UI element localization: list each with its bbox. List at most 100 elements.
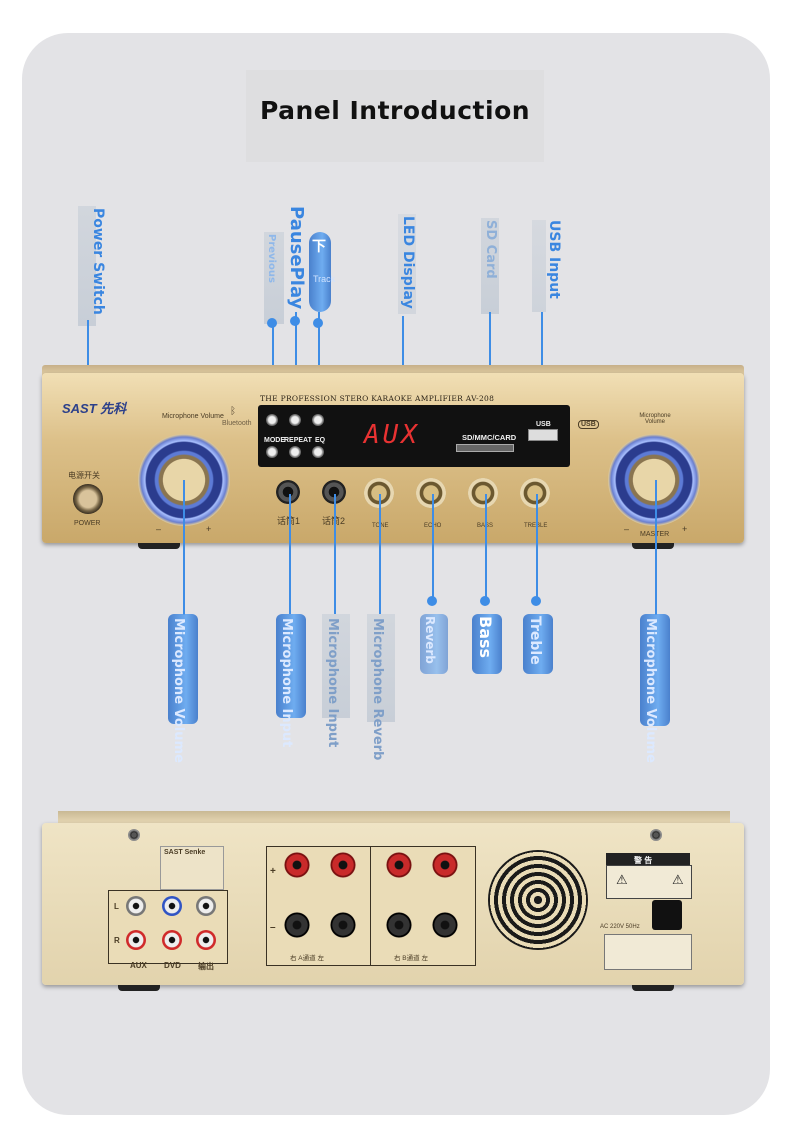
plus-right: + — [682, 524, 688, 534]
display-panel — [258, 405, 570, 467]
speaker-a-right-minus[interactable] — [284, 912, 310, 938]
power-cn-text: 电源开关 — [68, 471, 100, 480]
power-info-text: AC 220V 50Hz — [600, 924, 640, 930]
front-foot-left — [138, 543, 180, 549]
mic-reverb-line — [379, 494, 381, 614]
info-sticker — [604, 934, 692, 970]
screw-right — [650, 829, 662, 841]
cooling-fan — [488, 850, 588, 950]
spec-sticker-title: SAST Senke — [164, 849, 206, 856]
speaker-b-left-minus[interactable] — [432, 912, 458, 938]
dvd-l-jack[interactable] — [162, 896, 182, 916]
sd-card-ghost — [481, 218, 499, 314]
mic-volume-left-callout: Microphone Volume — [171, 618, 186, 763]
aux-label: AUX — [130, 961, 147, 970]
minus-sign-a: – — [270, 922, 276, 933]
back-panel-top — [58, 811, 730, 825]
power-inlet[interactable] — [652, 900, 682, 930]
mic-volume-left-text: Microphone Volume — [162, 413, 224, 420]
reverb-dot — [427, 596, 437, 606]
speaker-a-left-minus[interactable] — [330, 912, 356, 938]
brand-logo: SAST 先科 — [62, 401, 127, 416]
led-display-label: LED Display — [400, 216, 416, 309]
usb-ghost — [532, 220, 546, 312]
speaker-b-right-plus[interactable] — [386, 852, 412, 878]
treble-callout: Treble — [527, 616, 543, 665]
screw-left — [128, 829, 140, 841]
pause-play-button[interactable] — [289, 414, 301, 426]
dvd-label: DVD — [164, 961, 181, 970]
mic-reverb-ghost — [367, 614, 395, 722]
reverb-callout: Reverb — [423, 616, 437, 664]
power-button[interactable] — [73, 484, 103, 514]
usb-port[interactable] — [528, 429, 558, 441]
sd-slot[interactable] — [456, 444, 514, 452]
back-foot-right — [632, 985, 674, 991]
mic1-jack[interactable] — [276, 480, 300, 504]
mic-volume-right-text: Microphone Volume — [639, 413, 671, 425]
aux-r-jack[interactable] — [126, 930, 146, 950]
bass-line — [485, 494, 487, 600]
track-line — [318, 312, 320, 405]
bass-callout: Bass — [476, 616, 495, 659]
warning-triangle-icon: ⚠ — [616, 872, 628, 887]
usb-badge: USB — [578, 420, 599, 429]
mic-volume-right-knob[interactable] — [608, 434, 700, 526]
aux-l-jack[interactable] — [126, 896, 146, 916]
repeat-button[interactable] — [289, 446, 301, 458]
repeat-label: REPEAT — [284, 437, 312, 444]
reverb-pill — [420, 614, 448, 674]
out-r-jack[interactable] — [196, 930, 216, 950]
output-label: 输出 — [198, 962, 214, 971]
channel-a-label: 右 A通道 左 — [290, 955, 324, 962]
next-button[interactable] — [312, 414, 324, 426]
speaker-b-right-minus[interactable] — [386, 912, 412, 938]
speaker-b-left-plus[interactable] — [432, 852, 458, 878]
power-switch-label: Power Switch — [90, 208, 106, 315]
mic-input-1-pill — [276, 614, 306, 718]
treble-label: TREBLE — [524, 523, 547, 529]
mode-label: MODE — [264, 437, 285, 444]
minus-right: – — [624, 524, 630, 534]
warning-triangle-icon-2: ⚠ — [672, 872, 684, 887]
treble-knob[interactable] — [520, 478, 550, 508]
sd-slot-label: SD/MMC/CARD — [462, 433, 517, 442]
pause-play-line — [295, 312, 297, 405]
treble-line — [536, 494, 538, 600]
front-foot-right — [632, 543, 674, 549]
power-en-text: POWER — [74, 520, 101, 527]
mic-volume-right-line — [655, 480, 657, 615]
power-switch-ghost — [78, 206, 96, 326]
usb-input-label: USB Input — [546, 220, 562, 299]
previous-button[interactable] — [266, 414, 278, 426]
track-word: Track — [313, 274, 336, 284]
speaker-a-left-plus[interactable] — [330, 852, 356, 878]
echo-knob[interactable] — [416, 478, 446, 508]
plus-sign-a: + — [270, 866, 276, 877]
bass-knob[interactable] — [468, 478, 498, 508]
bluetooth-icon: ᛒ — [230, 406, 236, 417]
usb-port-label: USB — [536, 421, 551, 428]
mic2-label: 话筒2 — [322, 514, 345, 527]
back-foot-left — [118, 985, 160, 991]
warning-header — [606, 853, 690, 865]
mode-button[interactable] — [266, 446, 278, 458]
title-box: Panel Introduction — [246, 70, 544, 162]
speaker-a-right-plus[interactable] — [284, 852, 310, 878]
bass-dot — [480, 596, 490, 606]
dvd-r-jack[interactable] — [162, 930, 182, 950]
track-pill — [309, 232, 331, 312]
mic-volume-left-pill — [168, 614, 198, 724]
out-l-jack[interactable] — [196, 896, 216, 916]
minus-left: – — [156, 524, 162, 534]
mic-reverb-callout: Microphone Reverb — [370, 618, 385, 761]
warning-label — [606, 865, 692, 899]
warning-title: 警 告 — [634, 856, 653, 865]
previous-ghost — [264, 232, 284, 324]
model-line: THE PROFESSION STERO KARAOKE AMPLIFIER A… — [260, 394, 495, 403]
pause-play-dot — [290, 316, 300, 326]
led-ghost — [398, 214, 416, 314]
page-title: Panel Introduction — [259, 95, 531, 125]
mic-input-1-callout: Microphone Input — [279, 618, 294, 748]
eq-button[interactable] — [312, 446, 324, 458]
